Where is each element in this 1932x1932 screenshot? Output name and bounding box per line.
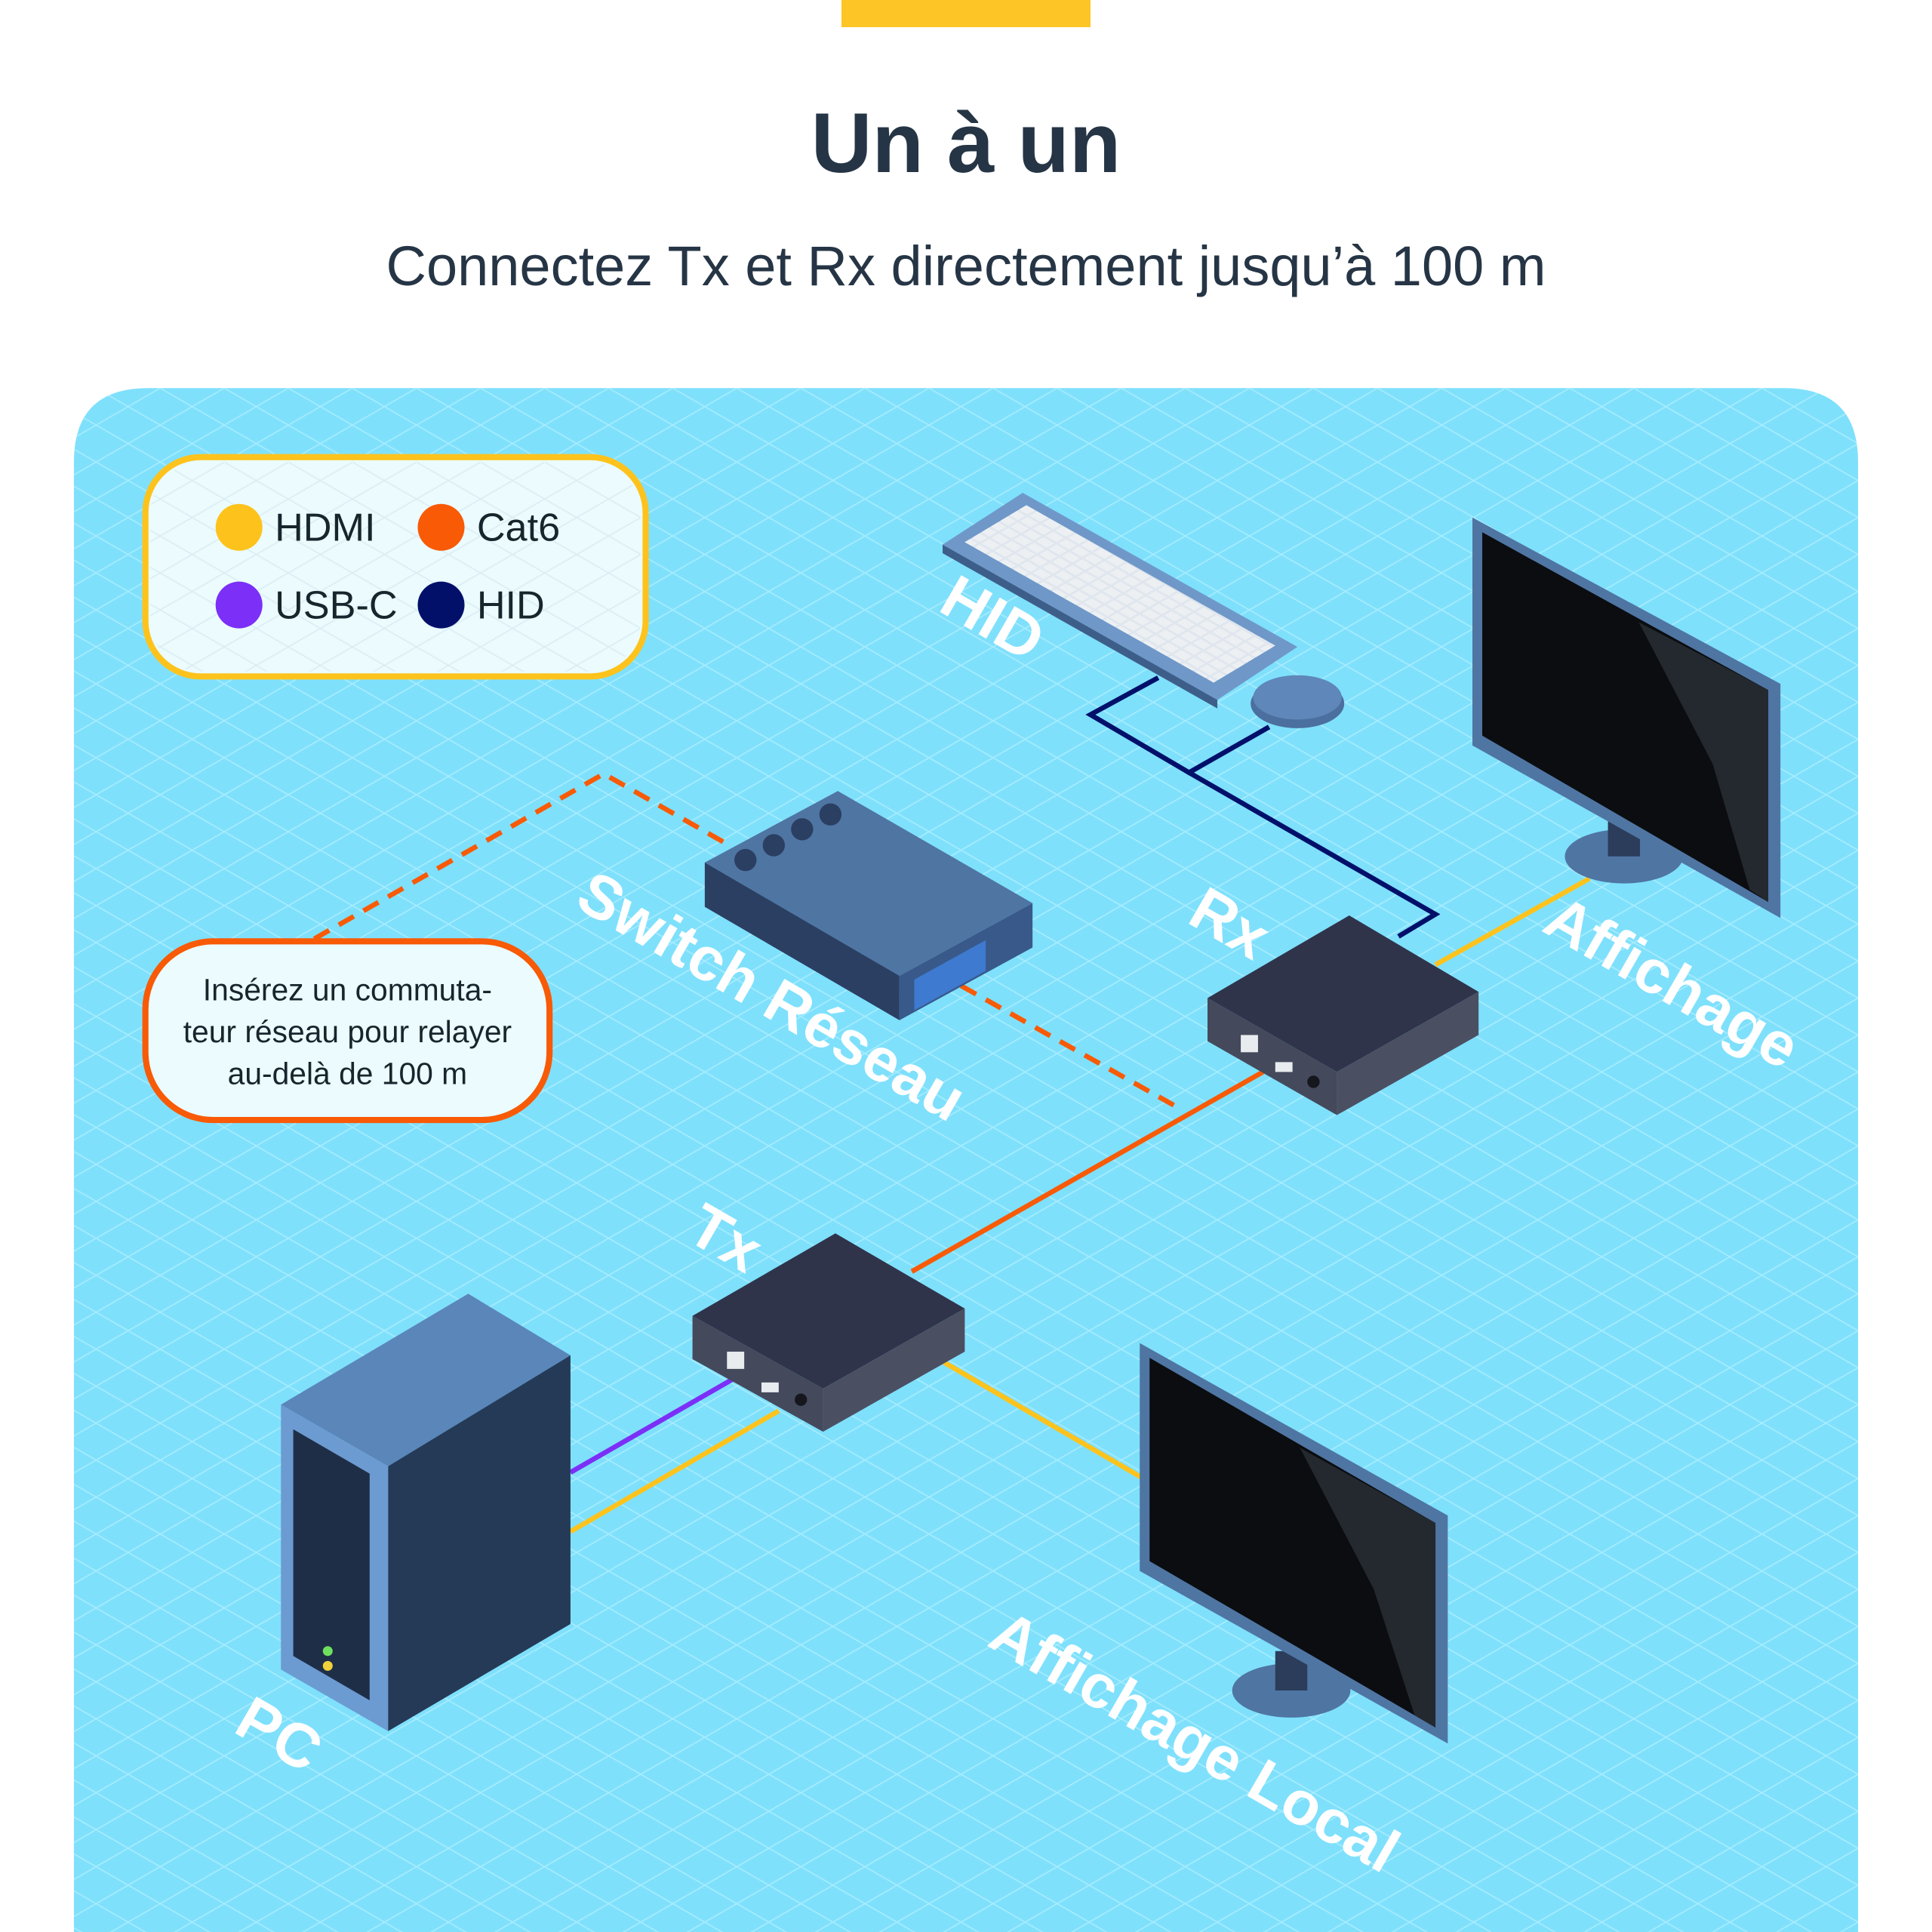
legend-item-usbc: USB-C bbox=[215, 581, 398, 629]
hdmi-port-icon bbox=[761, 1382, 779, 1392]
mouse-icon bbox=[1251, 675, 1345, 728]
usbc-swatch-icon bbox=[215, 581, 263, 629]
legend-label: HID bbox=[477, 584, 545, 628]
cables bbox=[312, 675, 1591, 1534]
hdmi-cable bbox=[941, 1359, 1145, 1481]
legend-item-hid: HID bbox=[417, 581, 545, 629]
display-monitor-icon bbox=[1472, 517, 1781, 918]
legend-item-hdmi: HDMI bbox=[215, 503, 376, 551]
page-subtitle: Connectez Tx et Rx directement jusqu’à 1… bbox=[386, 235, 1546, 297]
hdmi-swatch-icon bbox=[215, 503, 263, 551]
ethernet-port-icon bbox=[727, 1352, 745, 1369]
legend: HDMI Cat6 USB-C HID bbox=[142, 454, 649, 680]
hid-cable bbox=[1085, 675, 1271, 776]
cat6-dashed-cable bbox=[312, 771, 728, 941]
callout-line: Insérez un commuta- bbox=[203, 973, 492, 1008]
page-title: Un à un bbox=[811, 96, 1121, 190]
legend-label: HDMI bbox=[275, 506, 375, 550]
accent-bar bbox=[841, 0, 1091, 27]
power-port-icon bbox=[795, 1393, 808, 1406]
keyboard-icon bbox=[942, 493, 1298, 709]
hid-cable bbox=[1187, 770, 1441, 939]
legend-item-cat6: Cat6 bbox=[417, 503, 560, 551]
callout-line: au-delà de 100 m bbox=[228, 1057, 468, 1091]
usbc-cable bbox=[569, 1375, 737, 1475]
cat6-cable bbox=[910, 1069, 1265, 1274]
power-port-icon bbox=[1307, 1075, 1320, 1088]
legend-label: Cat6 bbox=[477, 506, 560, 550]
hid-swatch-icon bbox=[417, 581, 465, 629]
pc-tower-icon bbox=[281, 1294, 571, 1731]
ethernet-port-icon bbox=[1241, 1035, 1258, 1053]
hdmi-cable bbox=[1434, 876, 1591, 968]
local-display-monitor-icon bbox=[1140, 1343, 1448, 1744]
cat6-dashed-cable bbox=[959, 983, 1182, 1112]
callout-line: teur réseau pour relayer bbox=[183, 1014, 512, 1049]
tx-transmitter-icon bbox=[692, 1233, 965, 1432]
switch-callout: Insérez un commuta- teur réseau pour rel… bbox=[142, 938, 553, 1124]
hdmi-cable bbox=[569, 1408, 780, 1534]
legend-label: USB-C bbox=[275, 584, 398, 628]
rx-receiver-icon bbox=[1208, 915, 1479, 1115]
cat6-swatch-icon bbox=[417, 503, 465, 551]
hdmi-port-icon bbox=[1275, 1062, 1293, 1072]
network-switch-icon bbox=[704, 791, 1033, 1020]
